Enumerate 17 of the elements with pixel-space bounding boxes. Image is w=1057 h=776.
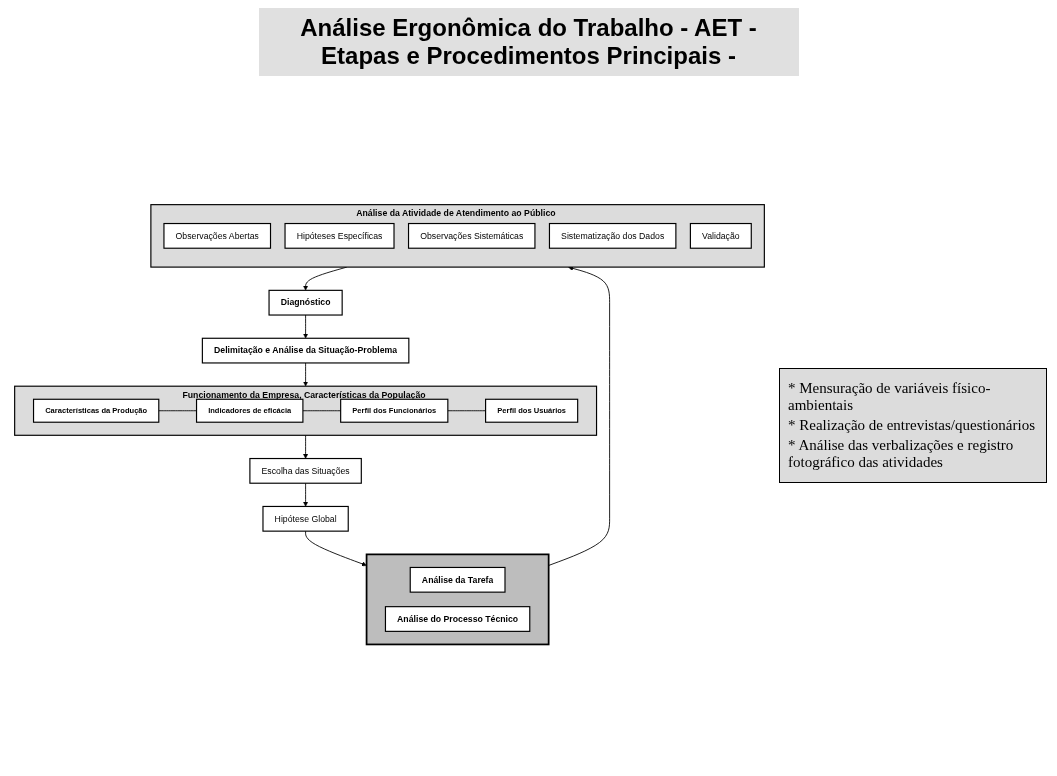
node-box: Escolha das Situações [249, 458, 362, 485]
note-text: * Realização de entrevistas/questionários [788, 416, 1036, 434]
node-box: Observações Sistemáticas [407, 223, 536, 250]
cluster [365, 553, 550, 646]
node-box: Delimitação e Análise da Situação-Problema [201, 338, 410, 364]
node-box: Observações Abertas [163, 223, 272, 250]
node-box: Sistematização dos Dados [548, 223, 677, 250]
node-box: Análise da Tarefa [409, 567, 506, 594]
node-box: Validação [689, 223, 752, 250]
node-box: Hipóteses Específicas [284, 223, 395, 250]
note-text: * Mensuração de variáveis físico-ambientais [788, 379, 992, 414]
node-box: Análise do Processo Técnico [384, 606, 531, 633]
node-box: Hipótese Global [262, 506, 349, 533]
note-text: * Análise das verbalizações e registro fotográfico das atividades [788, 436, 1015, 471]
connector [158, 410, 197, 412]
node-box: Diagnóstico [268, 290, 343, 317]
title: Análise Ergonômica do Trabalho - AET - Etapas e Procedimentos Principais - [258, 8, 799, 76]
